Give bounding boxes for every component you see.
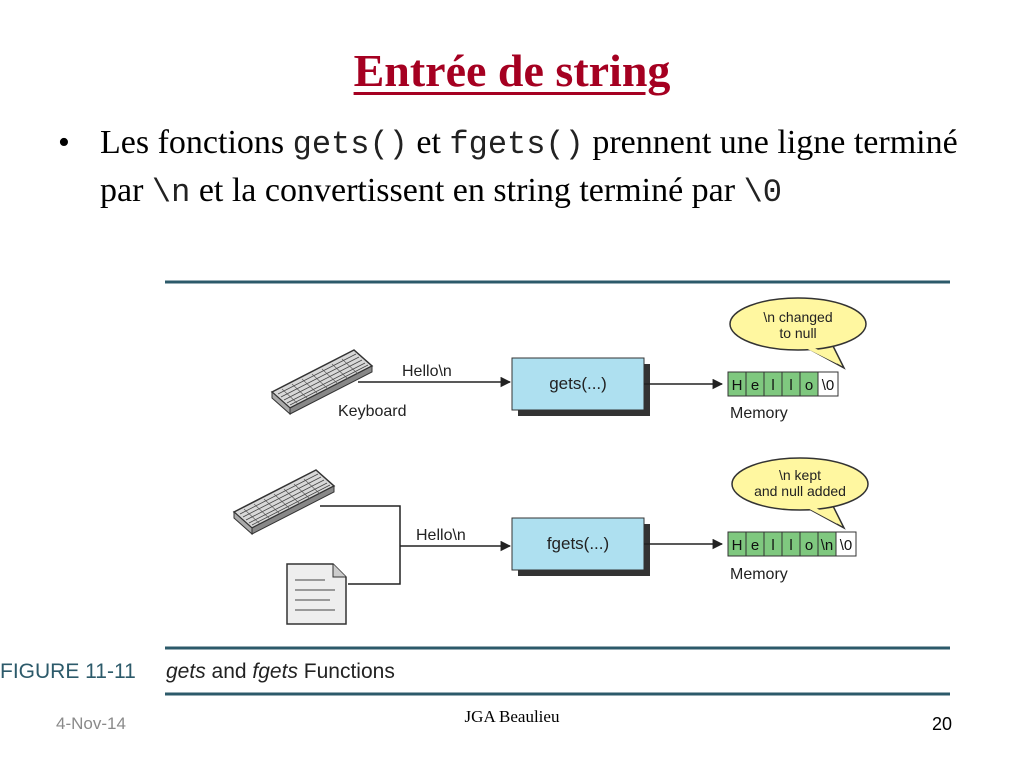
code-newline: \n [151, 174, 191, 211]
callout-top-line2: to null [779, 325, 816, 341]
bullet-text-part3: prennent une ligne terminé par [100, 124, 958, 209]
document-icon [286, 563, 347, 625]
keyboard-icon [233, 469, 335, 535]
input-label-bottom: Hello\n [416, 527, 466, 544]
memory-cell-char: \0 [840, 537, 853, 554]
bullet-text: Les fonctions gets() et fgets() prennent… [100, 120, 958, 216]
callout-bottom-line1: \n kept [779, 467, 821, 483]
bullet-symbol: • [58, 124, 70, 161]
input-label-top: Hello\n [402, 363, 452, 380]
slide-title: Entrée de string [353, 45, 671, 96]
keyboard-label: Keyboard [338, 403, 407, 420]
footer-author: JGA Beaulieu [464, 707, 560, 726]
caption-fgets: fgets [252, 660, 298, 683]
memory-cell-char: l [771, 537, 774, 554]
code-null: \0 [743, 174, 782, 211]
caption-functions: Functions [298, 660, 395, 683]
fgets-function-box [511, 517, 645, 571]
memory-cell-char: l [771, 377, 774, 394]
memory-cell [835, 531, 857, 557]
memory-cell-char: o [805, 537, 813, 554]
callout-top-line1: \n changed [763, 309, 832, 325]
memory-cell-char: l [789, 537, 792, 554]
fgets-function-label: fgets(...) [547, 534, 609, 553]
memory-cell-char: \0 [822, 377, 835, 394]
footer-date: 4-Nov-14 [56, 714, 126, 733]
bullet-text-part1: Les fonctions [100, 124, 293, 161]
memory-cell-char: \n [821, 537, 834, 554]
figure-caption: gets and fgets Functions [166, 660, 395, 683]
memory-cell [817, 371, 839, 397]
bullet-text-part4: et la convertissent en string terminé pa… [190, 172, 744, 209]
gets-function-box [511, 357, 645, 411]
page-number: 20 [932, 714, 953, 734]
callout-bottom: \n kept and null added [731, 457, 869, 530]
callout-bottom-line2: and null added [754, 483, 846, 499]
code-fgets: fgets() [449, 126, 584, 163]
caption-gets: gets [166, 660, 206, 683]
gets-function-label: gets(...) [549, 374, 607, 393]
memory-label-bottom: Memory [730, 566, 788, 583]
figure-caption-label: FIGURE 11-11 [0, 660, 136, 683]
callout-top: \n changed to null [729, 297, 867, 370]
memory-cell-char: e [751, 537, 759, 554]
caption-and: and [206, 660, 253, 683]
memory-cell-char: e [751, 377, 759, 394]
connector-bottom [320, 505, 401, 585]
bullet-item: • Les fonctions gets() et fgets() prenne… [58, 120, 958, 216]
memory-cell-char: o [805, 377, 813, 394]
bullet-text-part2: et [407, 124, 450, 161]
memory-label-top: Memory [730, 405, 788, 422]
memory-cell-char: H [732, 377, 743, 394]
code-gets: gets() [292, 126, 408, 163]
memory-cell-char: l [789, 377, 792, 394]
memory-cell-char: H [732, 537, 743, 554]
